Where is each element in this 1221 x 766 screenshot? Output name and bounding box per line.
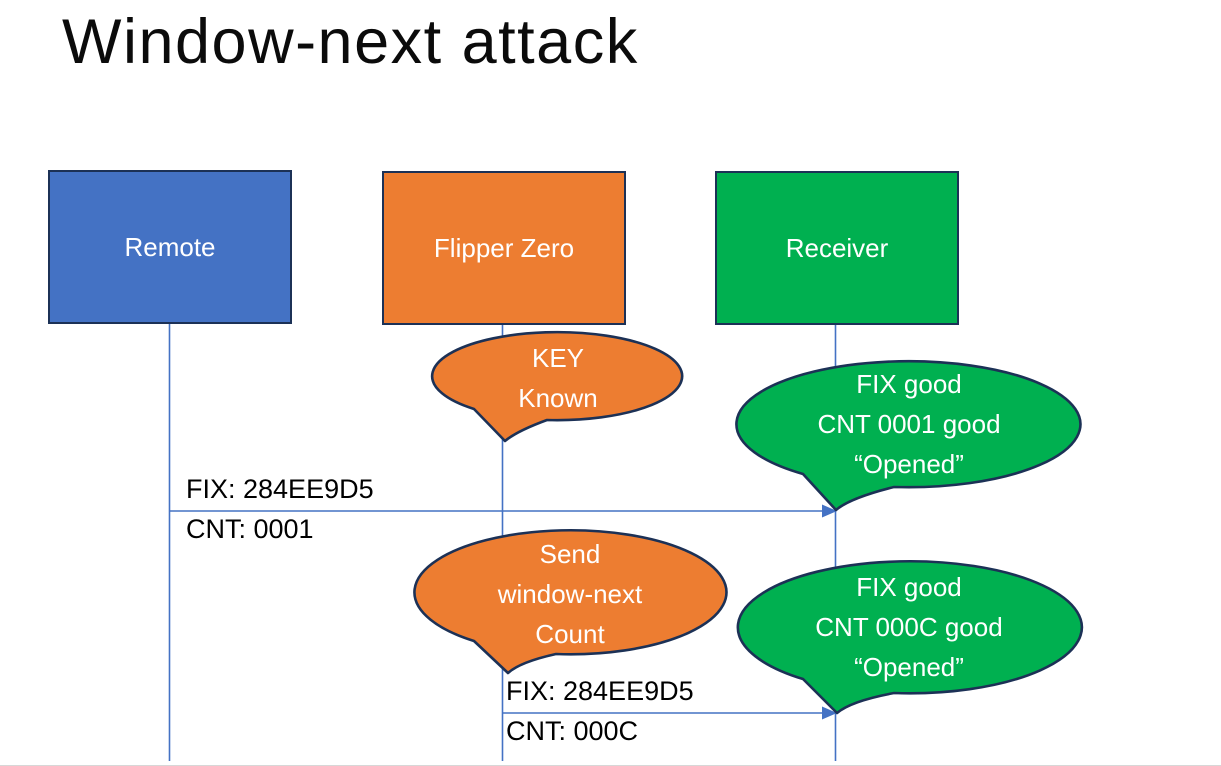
arrowhead-icon bbox=[822, 504, 837, 518]
actor-box-receiver: Receiver bbox=[715, 171, 959, 325]
speech-bubble-send-window-next bbox=[413, 528, 728, 675]
slide-title: Window-next attack bbox=[62, 7, 639, 77]
actor-label-remote: Remote bbox=[124, 231, 216, 262]
actor-label-receiver: Receiver bbox=[785, 232, 889, 263]
speech-bubble-key-known bbox=[430, 330, 684, 443]
arrowhead-icon bbox=[822, 706, 837, 720]
actor-box-flipper-zero: Flipper Zero bbox=[382, 171, 626, 325]
callout-line: FIX good bbox=[856, 369, 962, 399]
callout-line: FIX good bbox=[856, 572, 962, 602]
callout-line: Count bbox=[535, 619, 605, 649]
slide-bottom-edge bbox=[0, 764, 1221, 766]
actor-label-flipper-zero: Flipper Zero bbox=[433, 232, 575, 263]
actor-box-remote: Remote bbox=[48, 170, 292, 324]
callout-line: window-next bbox=[497, 579, 643, 609]
callout-line: KEY bbox=[531, 343, 585, 373]
callout-line: “Opened” bbox=[854, 449, 964, 479]
callout-line: Known bbox=[518, 383, 598, 413]
message-2-label-above: FIX: 284EE9D5 bbox=[506, 676, 694, 706]
callout-send-window-next: Send window-next Count bbox=[414, 534, 726, 654]
message-1-label-below: CNT: 0001 bbox=[186, 514, 314, 544]
callout-line: “Opened” bbox=[854, 652, 964, 682]
callout-line: CNT 0001 good bbox=[817, 409, 1001, 439]
callout-line: CNT 000C good bbox=[815, 612, 1003, 642]
speech-bubble-opened-2 bbox=[736, 559, 1084, 715]
message-2-label-below: CNT: 000C bbox=[506, 716, 639, 746]
callout-opened-2: FIX good CNT 000C good “Opened” bbox=[737, 567, 1081, 687]
callout-opened-1: FIX good CNT 0001 good “Opened” bbox=[737, 364, 1081, 484]
speech-bubble-opened-1 bbox=[735, 359, 1082, 512]
callout-key-known: KEY Known bbox=[433, 338, 683, 418]
callout-line: Send bbox=[539, 539, 601, 569]
message-1-label-above: FIX: 284EE9D5 bbox=[186, 474, 374, 504]
